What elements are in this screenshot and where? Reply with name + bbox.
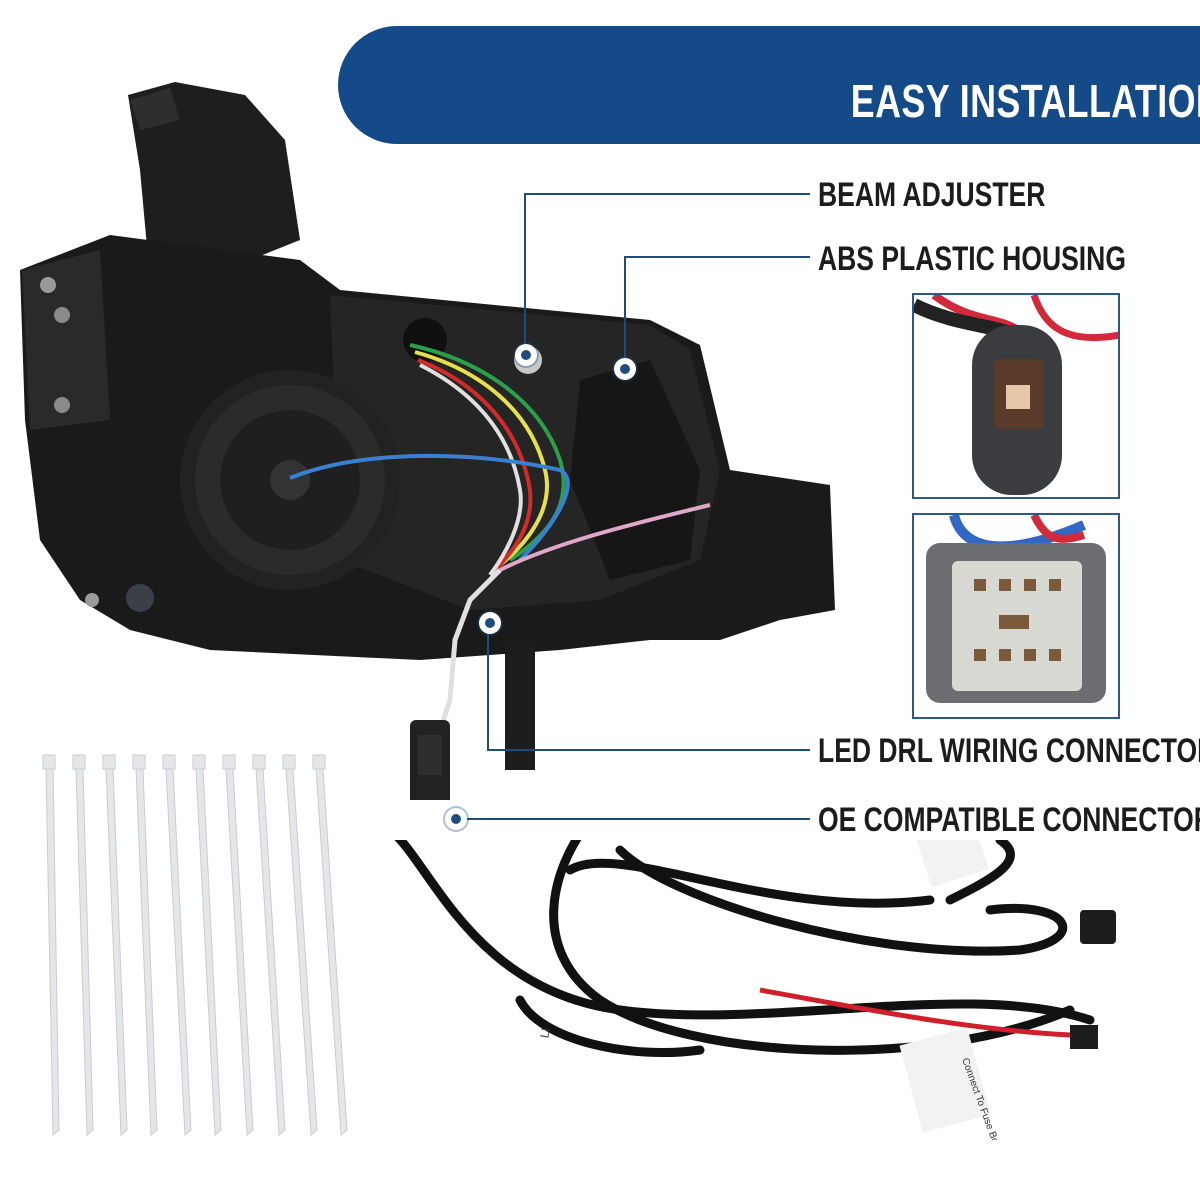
beam-adjuster-dot [515, 344, 537, 366]
beam-adjuster-leader-h [524, 193, 810, 195]
wiring-harness-image: Connect To Fuse Box [394, 840, 1116, 1140]
header-banner: EASY INSTALLATION [338, 26, 1200, 144]
inset-connector-top [912, 293, 1120, 499]
harness-tag-fragment: LI [537, 1026, 553, 1040]
label-led-drl-wiring-connector: LED DRL WIRING CONNECTOR [818, 732, 1200, 770]
zip-ties-image [42, 754, 348, 1137]
label-abs-plastic-housing: ABS PLASTIC HOUSING [818, 240, 1126, 278]
drl-leader [487, 622, 489, 750]
headlight-assembly-image [20, 82, 835, 800]
inset-connector-bottom [912, 513, 1120, 719]
label-oe-compatible-connector: OE COMPATIBLE CONNECTOR [818, 801, 1200, 839]
banner-title: EASY INSTALLATION [850, 75, 1200, 127]
oe-leader-h [455, 818, 810, 820]
housing-leader [624, 256, 626, 366]
drl-dot [479, 612, 501, 634]
housing-dot [614, 358, 636, 380]
housing-leader-h [624, 256, 810, 258]
drl-leader-h [487, 749, 810, 751]
label-beam-adjuster: BEAM ADJUSTER [818, 176, 1046, 214]
oe-dot [445, 808, 467, 830]
beam-adjuster-leader [524, 193, 526, 353]
